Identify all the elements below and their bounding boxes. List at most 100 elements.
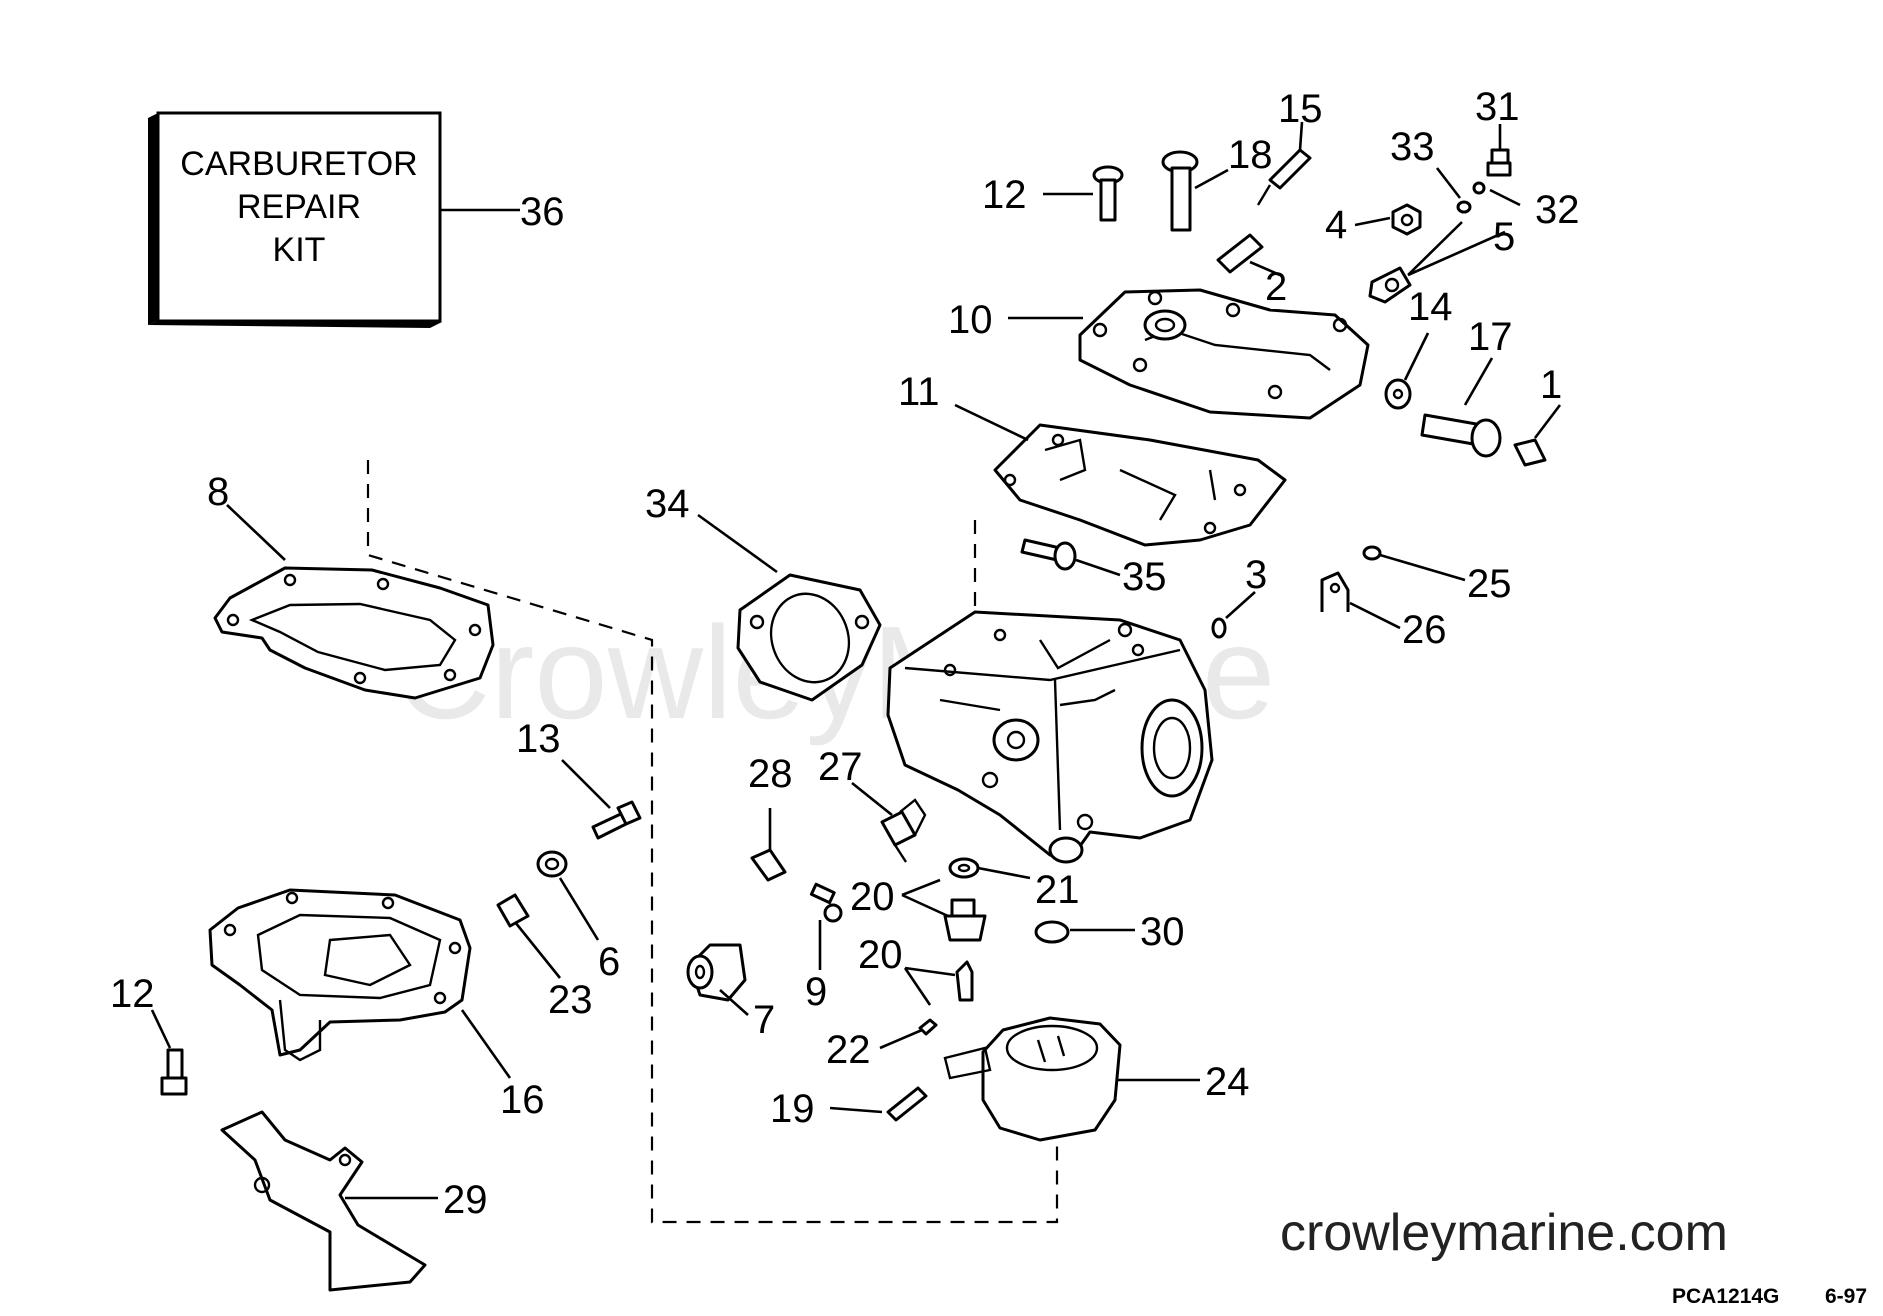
screw-part-25 <box>1362 545 1382 561</box>
leader-16 <box>460 1009 512 1079</box>
leader-20b <box>903 966 956 1006</box>
leader-13 <box>561 759 611 809</box>
callout-19: 19 <box>770 1087 815 1131</box>
screw-part-17 <box>1420 413 1502 458</box>
spring-part-28 <box>750 848 787 882</box>
callout-28: 28 <box>748 752 793 796</box>
inlet-needle-part-20 <box>955 960 974 1002</box>
callout-3: 3 <box>1245 553 1267 597</box>
leader-17 <box>1463 357 1494 406</box>
callout-7: 7 <box>753 998 775 1042</box>
callout-34: 34 <box>645 482 690 526</box>
assembly-dashed-line-left <box>366 460 1059 1224</box>
kit-label-line3: KIT <box>273 231 326 269</box>
spring-part-23 <box>496 893 530 928</box>
callout-13: 13 <box>516 717 561 761</box>
callout-12-left: 12 <box>110 972 155 1016</box>
callout-18: 18 <box>1228 133 1273 177</box>
callout-2: 2 <box>1265 265 1287 309</box>
callout-4: 4 <box>1325 203 1347 247</box>
leader-6 <box>558 877 600 941</box>
date-code: 6-97 <box>1825 1285 1867 1308</box>
leader-32 <box>1489 188 1521 207</box>
bracket-part-29 <box>220 1110 427 1292</box>
fitting-part-27 <box>880 798 927 863</box>
spring-part-2 <box>1216 233 1264 274</box>
callout-9: 9 <box>805 970 827 1014</box>
o-ring-part-3 <box>1211 617 1227 639</box>
callout-8: 8 <box>207 470 229 514</box>
callout-33: 33 <box>1390 125 1435 169</box>
gasket-part-11 <box>993 423 1287 547</box>
callout-17: 17 <box>1468 315 1513 359</box>
callout-20-upper: 20 <box>850 875 895 919</box>
callout-23: 23 <box>548 978 593 1022</box>
callout-numbers: 36 8 13 6 23 12 16 29 34 11 10 12 18 15 … <box>110 85 1580 1222</box>
float-bowl-part-16 <box>208 888 472 1062</box>
leader-5 <box>1407 221 1506 277</box>
leader-2 <box>1249 260 1281 277</box>
clip-part-26 <box>1320 571 1350 612</box>
spacer-part-6 <box>536 850 568 878</box>
washer-part-14 <box>1384 378 1412 410</box>
washer-part-33 <box>1456 200 1472 214</box>
leader-25 <box>1379 553 1466 582</box>
callout-21: 21 <box>1035 868 1080 912</box>
plug-part-30 <box>1034 920 1070 944</box>
callout-24: 24 <box>1205 1060 1250 1104</box>
callout-14: 14 <box>1408 285 1453 329</box>
drawing-code: PCA1214G <box>1672 1285 1779 1308</box>
callout-31: 31 <box>1475 85 1520 129</box>
leader-11 <box>954 403 1029 442</box>
callout-6: 6 <box>598 940 620 984</box>
pin-part-19 <box>886 1086 928 1122</box>
washer-part-21 <box>948 857 980 879</box>
callout-22: 22 <box>826 1028 871 1072</box>
leader-34 <box>697 513 778 574</box>
screw-part-35 <box>1020 538 1077 571</box>
nut-part-4 <box>1391 203 1422 236</box>
callout-12-top: 12 <box>982 173 1027 217</box>
leader-8 <box>226 504 286 561</box>
callout-16: 16 <box>500 1078 545 1122</box>
carburetor-body <box>886 610 1214 864</box>
carburetor-repair-kit-box: CARBURETOR REPAIR KIT <box>148 111 442 328</box>
leader-21 <box>977 866 1031 880</box>
website-watermark: crowleymarine.com <box>1280 1204 1728 1262</box>
leader-33 <box>1435 167 1462 199</box>
leader-35 <box>1075 558 1121 577</box>
float-part-24 <box>943 1016 1122 1142</box>
leader-4 <box>1354 216 1391 227</box>
screw-part-18 <box>1161 150 1199 232</box>
leader-3 <box>1225 591 1256 619</box>
plug-part-1 <box>1513 438 1547 467</box>
screw-part-31 <box>1486 148 1512 177</box>
callout-30: 30 <box>1140 910 1185 954</box>
kit-label-line1: CARBURETOR <box>180 145 417 183</box>
callout-5: 5 <box>1493 215 1515 259</box>
leader-1 <box>1533 404 1562 439</box>
washer-part-32 <box>1472 181 1486 195</box>
screw-part-13 <box>591 800 642 840</box>
leader-22 <box>879 1028 923 1050</box>
leader-23 <box>513 921 562 979</box>
callout-32: 32 <box>1535 188 1580 232</box>
lever-part-5 <box>1368 266 1412 304</box>
pin-part-22 <box>918 1018 938 1036</box>
screw-part-12-top <box>1092 165 1124 222</box>
gasket-part-34 <box>736 573 882 702</box>
float-part-7 <box>686 943 747 1002</box>
callout-11: 11 <box>898 370 940 414</box>
callout-36: 36 <box>520 190 565 234</box>
leader-27 <box>851 781 893 817</box>
leader-12-left <box>150 1009 172 1049</box>
callout-20-lower: 20 <box>858 933 903 977</box>
needle-part-15 <box>1256 148 1312 206</box>
callout-25: 25 <box>1467 562 1512 606</box>
leader-19 <box>829 1106 883 1114</box>
callout-15: 15 <box>1278 87 1323 131</box>
callout-1: 1 <box>1540 363 1562 407</box>
callout-35: 35 <box>1122 555 1167 599</box>
